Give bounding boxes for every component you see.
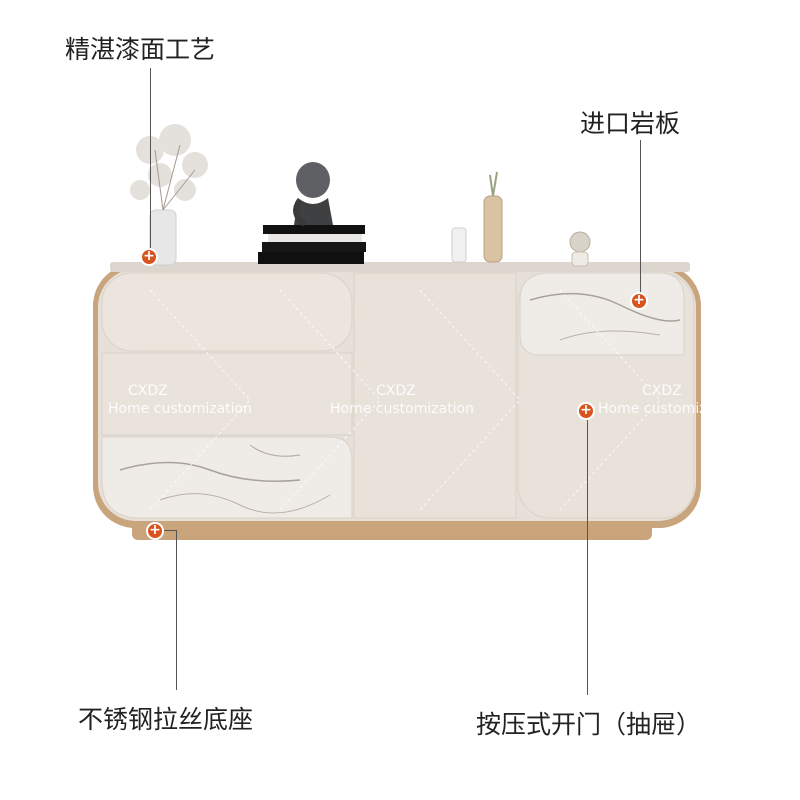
astronaut-figure [569,231,591,267]
flower-vase [130,124,208,266]
plus-icon[interactable]: + [140,248,158,266]
callout-label-stainless-base: 不锈钢拉丝底座 [78,705,254,734]
drawer-top-left [101,272,353,352]
watermark-tagline: Home customization [330,401,474,417]
plus-icon[interactable]: + [146,522,164,540]
callout-line-top-right [640,140,641,300]
plus-icon[interactable]: + [577,402,595,420]
watermark-tagline: Home customization [598,401,742,417]
watermark-tagline: Home customization [108,401,252,417]
marble-drawer-left [101,436,353,519]
callout-line-bottom-left [176,530,177,690]
gold-vase [451,171,503,263]
plus-icon[interactable]: + [630,292,648,310]
callout-line-top-left [150,68,151,250]
callout-hline-bottom-left [155,530,177,531]
watermark-left: CXDZ Home customization [108,382,252,418]
marble-drawer-right [519,272,685,356]
watermark-middle: CXDZ Home customization [330,382,474,418]
watermark-right: CXDZ Home customization [598,382,742,418]
drawer-middle-left [101,352,353,436]
sculpture [293,162,333,227]
callout-label-push-open: 按压式开门（抽屉） [476,710,702,739]
callout-label-lacquer: 精湛漆面工艺 [65,35,216,64]
watermark-brand: CXDZ [642,383,682,399]
book-stack [258,225,366,264]
callout-line-bottom-right [587,420,588,695]
door-middle [353,272,517,519]
callout-label-imported-slate: 进口岩板 [580,109,681,138]
watermark-brand: CXDZ [128,383,168,399]
watermark-brand: CXDZ [376,383,416,399]
marble-top [110,262,690,272]
